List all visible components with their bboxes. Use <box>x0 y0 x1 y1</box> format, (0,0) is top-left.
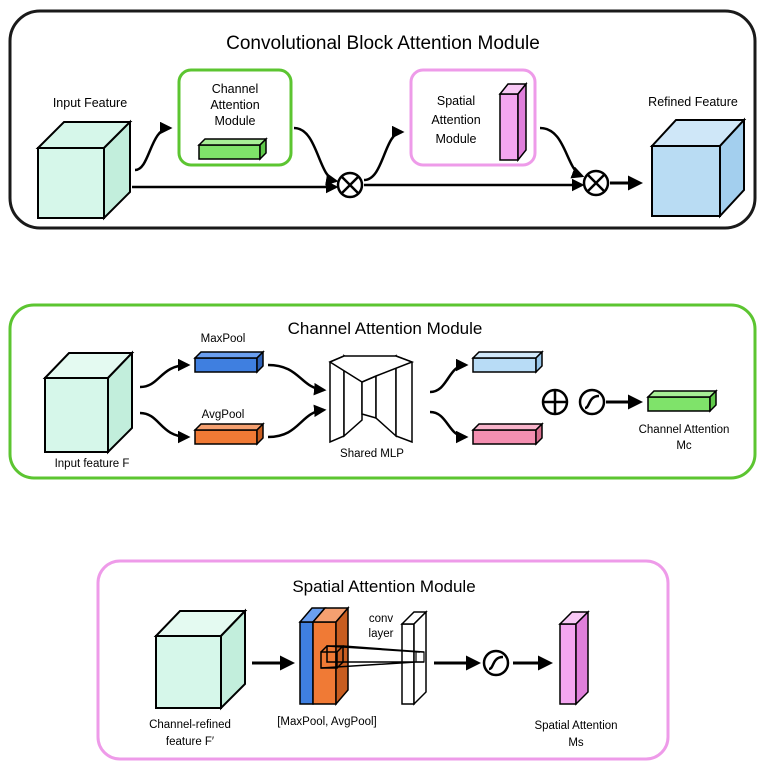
pool-label: [MaxPool, AvgPool] <box>277 716 377 728</box>
cbam-title: Convolutional Block Attention Module <box>226 33 540 54</box>
layer-label: layer <box>369 628 394 640</box>
avgpool-bar <box>193 422 265 446</box>
arrow-icon <box>267 363 327 396</box>
mc-label: Mc <box>676 440 692 452</box>
arrow-icon <box>429 410 469 444</box>
ms-label: Ms <box>568 737 584 749</box>
input-feature-label: Input Feature <box>53 96 127 110</box>
plus-icon <box>541 388 569 416</box>
arrow-icon <box>139 411 191 444</box>
input-feature-f-label: Input feature F <box>55 458 130 470</box>
sigmoid-icon <box>578 388 606 416</box>
cbam-panel-border <box>8 9 757 230</box>
channel-attention-bar <box>197 137 268 161</box>
spatial-attention-bar <box>498 81 528 163</box>
shared-mlp <box>328 354 415 444</box>
conv-label: conv <box>369 613 394 625</box>
spatial-attention-box <box>409 68 537 167</box>
channel-attention-label: Channel Attention <box>639 424 730 436</box>
spatial-attention-ms-bar <box>558 610 590 706</box>
spatial-panel: Spatial Attention Module Channel-refined… <box>96 559 670 761</box>
spatial-box-line-1: Spatial <box>437 94 475 108</box>
channel-refined-label: Channel-refined <box>149 719 231 731</box>
spatial-title: Spatial Attention Module <box>292 577 475 596</box>
arrow-icon <box>539 126 585 179</box>
input-feature-cube <box>35 119 133 221</box>
channel-panel: Channel Attention Module Input feature F… <box>8 303 757 480</box>
spatial-panel-border <box>96 559 670 761</box>
feature-f-prime-label: feature F′ <box>166 736 214 748</box>
spatial-box-line-2: Attention <box>431 113 480 127</box>
multiply-icon <box>582 169 610 197</box>
channel-attention-box <box>177 68 293 167</box>
arrow-icon <box>267 404 327 439</box>
cbam-panel: Convolutional Block Attention Module Inp… <box>8 9 757 230</box>
spatial-box-line-3: Module <box>436 132 477 146</box>
channel-box-line-1: Channel <box>212 82 259 96</box>
channel-attention-mc-bar <box>646 389 718 413</box>
maxpool-map <box>298 607 327 705</box>
maxpool-label: MaxPool <box>201 333 246 345</box>
arrow-icon <box>139 358 191 389</box>
spatial-attention-label: Spatial Attention <box>534 720 617 732</box>
conv-layer-map <box>400 610 428 706</box>
conv-projection-lines <box>320 645 425 669</box>
channel-panel-border <box>8 303 757 480</box>
arrow-icon <box>134 121 173 172</box>
mlp-output-bar-bottom <box>471 422 544 446</box>
maxpool-bar <box>193 350 265 374</box>
channel-box-line-3: Module <box>215 114 256 128</box>
avgpool-map <box>311 605 350 707</box>
avgpool-label: AvgPool <box>202 409 245 421</box>
channel-title: Channel Attention Module <box>288 319 483 338</box>
multiply-icon <box>336 171 364 199</box>
input-feature-f-cube <box>42 350 135 455</box>
sigmoid-icon <box>482 649 510 677</box>
shared-mlp-label: Shared MLP <box>340 448 404 460</box>
refined-feature-cube <box>649 117 747 219</box>
channel-box-line-2: Attention <box>210 98 259 112</box>
channel-refined-feature-cube <box>153 608 248 711</box>
arrow-icon <box>429 358 469 394</box>
refined-feature-label: Refined Feature <box>648 95 738 109</box>
arrow-icon <box>293 126 339 186</box>
arrow-icon <box>363 125 405 182</box>
mlp-output-bar-top <box>471 350 544 374</box>
